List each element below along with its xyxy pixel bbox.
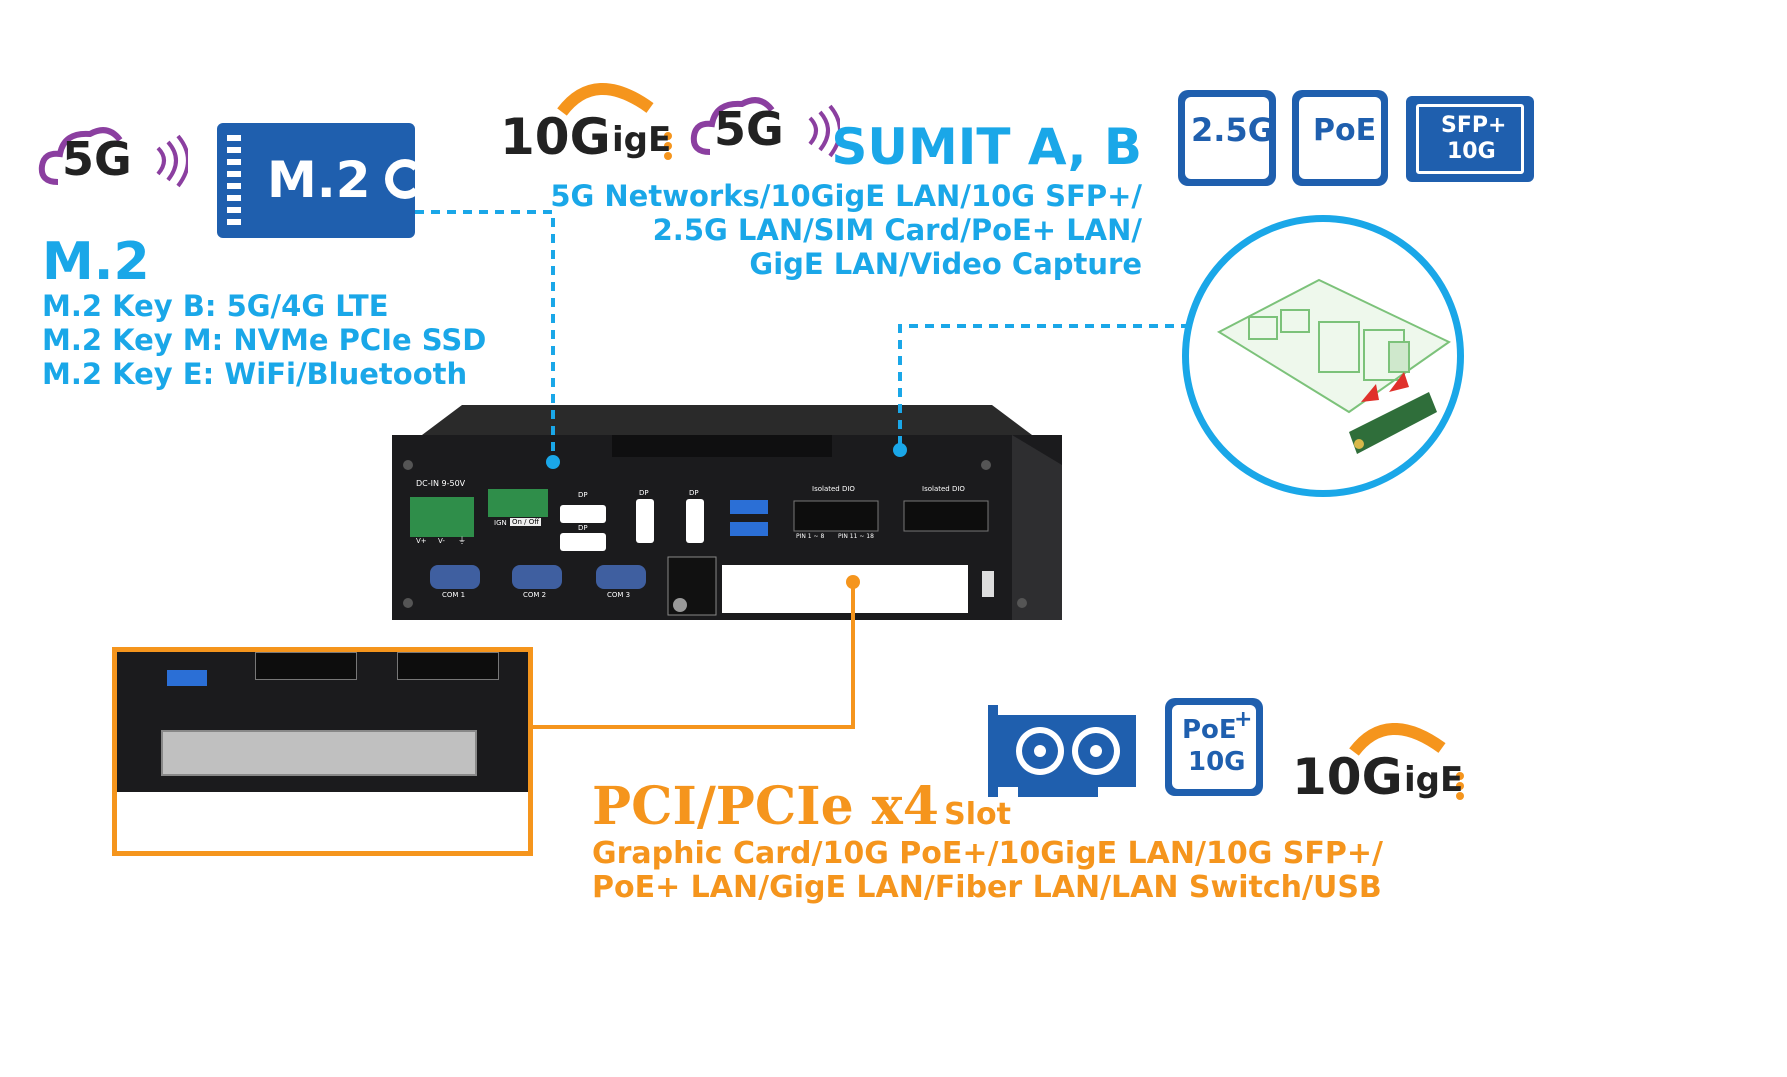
m2-line-key-m: M.2 Key M: NVMe PCIe SSD: [42, 323, 487, 357]
pci-line-2: PoE+ LAN/GigE LAN/Fiber LAN/LAN Switch/U…: [592, 870, 1382, 905]
sfp-label-1: SFP+: [1441, 113, 1507, 138]
zoom-bottom-area: [117, 792, 528, 851]
power-pin-vminus: V-: [438, 537, 445, 545]
tengige-logo-bottom: 10G igE: [1292, 712, 1472, 806]
lan-25g-icon: 2.5G: [1178, 90, 1276, 186]
m2-line-key-b: M.2 Key B: 5G/4G LTE: [42, 289, 389, 323]
lan-25g-label: 2.5G: [1191, 111, 1274, 149]
pci-slot-label: Slot: [944, 797, 1011, 832]
tengige-logo-top: 10G igE: [500, 72, 680, 166]
pci-zoom-box: [112, 647, 533, 856]
fiveg-text: 5G: [62, 132, 132, 186]
fiveg-logo-mid: 5G: [690, 92, 842, 162]
tengige-main-text: 10G: [500, 108, 611, 166]
dp-label-2: DP: [578, 524, 588, 532]
sumit-connector-line: [898, 324, 1190, 450]
graphic-card-icon: [988, 705, 1140, 801]
ign-label: IGN: [494, 519, 507, 527]
com2-label: COM 2: [523, 591, 547, 599]
poe-10g-label-2: 10G: [1188, 747, 1246, 777]
poe-10g-icon: PoE + 10G: [1165, 698, 1263, 796]
dp-label-3: DP: [639, 489, 649, 497]
tengige-arc-icon-bottom: [1349, 722, 1464, 800]
tengige-arc-icon: [557, 82, 672, 160]
com3-label: COM 3: [607, 591, 631, 599]
poe-10g-label-1: PoE: [1182, 715, 1237, 745]
m2-title: M.2: [42, 232, 150, 292]
m2-line-key-e: M.2 Key E: WiFi/Bluetooth: [42, 357, 468, 391]
device-body: [392, 405, 1062, 620]
fiveg-text-mid: 5G: [714, 102, 784, 156]
poe-label: PoE: [1313, 113, 1377, 148]
sumit-line-3: GigE LAN/Video Capture: [749, 247, 1142, 281]
graphic-card-svg: [988, 705, 1136, 797]
tengige-sub-text: igE: [612, 120, 672, 160]
pci-line-1: Graphic Card/10G PoE+/10GigE LAN/10G SFP…: [592, 836, 1383, 871]
pci-connector-dot: [846, 575, 860, 589]
zoom-usb-port: [167, 670, 207, 686]
zoom-dio-block-1: [255, 652, 357, 680]
pci-connector-line: [533, 582, 855, 729]
pin-label-2: PIN 11 ~ 18: [838, 533, 874, 540]
poe-icon: PoE: [1292, 90, 1388, 186]
dp-label-4: DP: [689, 489, 699, 497]
m2-badge-label: M.2: [267, 151, 371, 209]
sumit-title: SUMIT A, B: [831, 118, 1142, 176]
dio-label-2: Isolated DIO: [922, 485, 965, 493]
dp-label-1: DP: [578, 491, 588, 499]
m2-connector-line: [415, 210, 555, 462]
on-off-label: On / Off: [510, 518, 542, 526]
fiveg-logo-left: 5G: [38, 122, 190, 192]
pci-title-row: PCI/PCIe x4 Slot: [592, 776, 1011, 837]
tengige-main-text-bottom: 10G: [1292, 748, 1403, 806]
sfp-10g-icon: SFP+ 10G: [1406, 96, 1534, 182]
power-pin-vplus: V+: [416, 537, 427, 545]
m2-badge-pins: [227, 135, 241, 227]
dc-in-label: DC-IN 9-50V: [416, 479, 466, 488]
sumit-line-1: 5G Networks/10GigE LAN/10G SFP+/: [550, 179, 1142, 213]
sumit-board-magnifier: [1182, 215, 1464, 497]
pci-title: PCI/PCIe x4: [592, 776, 939, 837]
com1-label: COM 1: [442, 591, 466, 599]
device-front-panel: DC-IN 9-50V V+ V- ⏚ IGN On / Off DP DP D…: [392, 405, 1062, 620]
sumit-line-2: 2.5G LAN/SIM Card/PoE+ LAN/: [652, 213, 1142, 247]
zoom-dio-block-2: [397, 652, 499, 680]
pin-label-1: PIN 1 ~ 8: [796, 533, 825, 540]
m2-connector-dot: [546, 455, 560, 469]
sumit-board-image: [1216, 278, 1451, 454]
power-pin-ground: ⏚: [458, 536, 466, 545]
m2-notch-icon: [385, 159, 425, 199]
m2-badge: M.2: [217, 123, 425, 238]
zoom-pci-bracket: [161, 730, 477, 776]
dio-label-1: Isolated DIO: [812, 485, 855, 493]
sfp-label-2: 10G: [1447, 139, 1496, 164]
sumit-connector-dot: [893, 443, 907, 457]
tengige-sub-text-bottom: igE: [1404, 760, 1464, 800]
poe-10g-sup: +: [1234, 707, 1253, 732]
